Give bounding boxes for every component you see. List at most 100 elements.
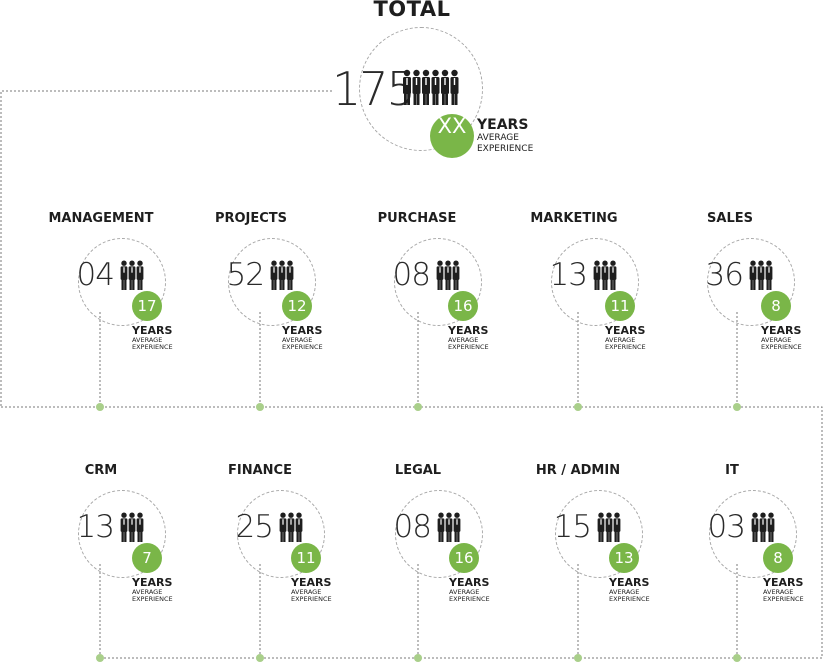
dept-count: 15 bbox=[553, 509, 592, 545]
dept-count: 52 bbox=[226, 257, 265, 293]
dept-ring bbox=[228, 238, 316, 326]
dept-it: IT 03 8 YEARS AVERAGE EXPERIENCE bbox=[657, 463, 817, 613]
dept-avg-years-badge: 11 bbox=[291, 543, 321, 573]
dept-avg-years-badge: 13 bbox=[609, 543, 639, 573]
dept-name: HR / ADMIN bbox=[535, 463, 621, 478]
people-group-icon bbox=[751, 512, 775, 547]
connector-bus-top bbox=[1, 406, 823, 658]
dept-ring bbox=[555, 490, 643, 578]
dept-ring bbox=[394, 238, 482, 326]
dept-count: 08 bbox=[392, 257, 431, 293]
dept-name: PROJECTS bbox=[214, 211, 288, 226]
dept-name: SALES bbox=[707, 211, 753, 226]
dept-avg-years-badge: 12 bbox=[282, 291, 312, 321]
dept-count: 13 bbox=[549, 257, 588, 293]
years-label: YEARS bbox=[282, 324, 323, 337]
dept-name: CRM bbox=[84, 463, 118, 478]
experience-label: EXPERIENCE bbox=[609, 595, 650, 603]
dept-finance: FINANCE 25 11 YEARS AVERAGE EXPERIENCE bbox=[185, 463, 345, 613]
people-group-icon bbox=[279, 512, 303, 547]
experience-label: EXPERIENCE bbox=[291, 595, 332, 603]
people-group-icon bbox=[437, 512, 461, 547]
experience-label: EXPERIENCE bbox=[448, 343, 489, 351]
dept-ring bbox=[551, 238, 639, 326]
people-group-icon bbox=[270, 260, 294, 295]
connector-dot bbox=[574, 654, 582, 662]
dept-ring bbox=[237, 490, 325, 578]
dept-ring bbox=[395, 490, 483, 578]
years-label: YEARS bbox=[448, 324, 489, 337]
dept-count: 36 bbox=[705, 257, 744, 293]
dept-ring bbox=[709, 490, 797, 578]
experience-label: EXPERIENCE bbox=[449, 595, 490, 603]
dept-avg-years-badge: 8 bbox=[761, 291, 791, 321]
dept-count: 03 bbox=[707, 509, 746, 545]
average-label: AVERAGE bbox=[282, 336, 313, 344]
dept-projects: PROJECTS 52 12 YEARS AVERAGE EXPERIENCE bbox=[176, 211, 336, 361]
dept-avg-years-badge: 11 bbox=[605, 291, 635, 321]
average-label: AVERAGE bbox=[291, 588, 322, 596]
dept-ring bbox=[78, 238, 166, 326]
people-group-icon bbox=[402, 69, 460, 110]
dept-avg-years-badge: 8 bbox=[763, 543, 793, 573]
average-label: AVERAGE bbox=[449, 588, 480, 596]
total-experience-label: EXPERIENCE bbox=[477, 144, 534, 154]
dept-legal: LEGAL 08 16 YEARS AVERAGE EXPERIENCE bbox=[343, 463, 503, 613]
dept-count: 08 bbox=[393, 509, 432, 545]
years-label: YEARS bbox=[132, 324, 173, 337]
people-group-icon bbox=[749, 260, 773, 295]
connector-dot bbox=[256, 403, 264, 411]
dept-count: 13 bbox=[76, 509, 115, 545]
dept-name: PURCHASE bbox=[377, 211, 457, 226]
dept-count: 25 bbox=[235, 509, 274, 545]
years-label: YEARS bbox=[763, 576, 804, 589]
people-group-icon bbox=[120, 512, 144, 547]
connector-dot bbox=[574, 403, 582, 411]
experience-label: EXPERIENCE bbox=[605, 343, 646, 351]
total-ring bbox=[359, 27, 483, 151]
years-label: YEARS bbox=[761, 324, 802, 337]
total-title: TOTAL bbox=[373, 0, 451, 21]
experience-label: EXPERIENCE bbox=[761, 343, 802, 351]
dept-name: MARKETING bbox=[530, 211, 618, 226]
people-group-icon bbox=[593, 260, 617, 295]
total-count: 175 bbox=[332, 62, 416, 116]
dept-purchase: PURCHASE 08 16 YEARS AVERAGE EXPERIENCE bbox=[342, 211, 502, 361]
average-label: AVERAGE bbox=[763, 588, 794, 596]
years-label: YEARS bbox=[291, 576, 332, 589]
people-group-icon bbox=[436, 260, 460, 295]
total-average-label: AVERAGE bbox=[477, 133, 519, 143]
connector-dot bbox=[414, 403, 422, 411]
connector-total-left bbox=[0, 90, 332, 407]
connector-dot bbox=[414, 654, 422, 662]
years-label: YEARS bbox=[132, 576, 173, 589]
total-avg-years-badge: XX bbox=[430, 114, 474, 158]
connector-dot bbox=[96, 654, 104, 662]
dept-hr-admin: HR / ADMIN 15 13 YEARS AVERAGE EXPERIENC… bbox=[503, 463, 663, 613]
dept-name: MANAGEMENT bbox=[48, 211, 154, 226]
experience-label: EXPERIENCE bbox=[132, 595, 173, 603]
experience-label: EXPERIENCE bbox=[282, 343, 323, 351]
dept-count: 04 bbox=[76, 257, 115, 293]
people-group-icon bbox=[120, 260, 144, 295]
average-label: AVERAGE bbox=[448, 336, 479, 344]
dept-management: MANAGEMENT 04 17 YEARS AVERAGE EXPERIENC… bbox=[26, 211, 186, 361]
dept-avg-years-badge: 16 bbox=[449, 543, 479, 573]
total-years-label: YEARS bbox=[477, 117, 529, 133]
average-label: AVERAGE bbox=[609, 588, 640, 596]
dept-name: IT bbox=[725, 463, 739, 478]
dept-marketing: MARKETING 13 11 YEARS AVERAGE EXPERIENCE bbox=[499, 211, 659, 361]
average-label: AVERAGE bbox=[605, 336, 636, 344]
average-label: AVERAGE bbox=[761, 336, 792, 344]
dept-ring bbox=[78, 490, 166, 578]
dept-avg-years-badge: 7 bbox=[132, 543, 162, 573]
connector-dot bbox=[733, 403, 741, 411]
dept-name: FINANCE bbox=[228, 463, 292, 478]
connector-dot bbox=[96, 403, 104, 411]
dept-sales: SALES 36 8 YEARS AVERAGE EXPERIENCE bbox=[655, 211, 815, 361]
experience-label: EXPERIENCE bbox=[763, 595, 804, 603]
years-label: YEARS bbox=[449, 576, 490, 589]
average-label: AVERAGE bbox=[132, 336, 163, 344]
